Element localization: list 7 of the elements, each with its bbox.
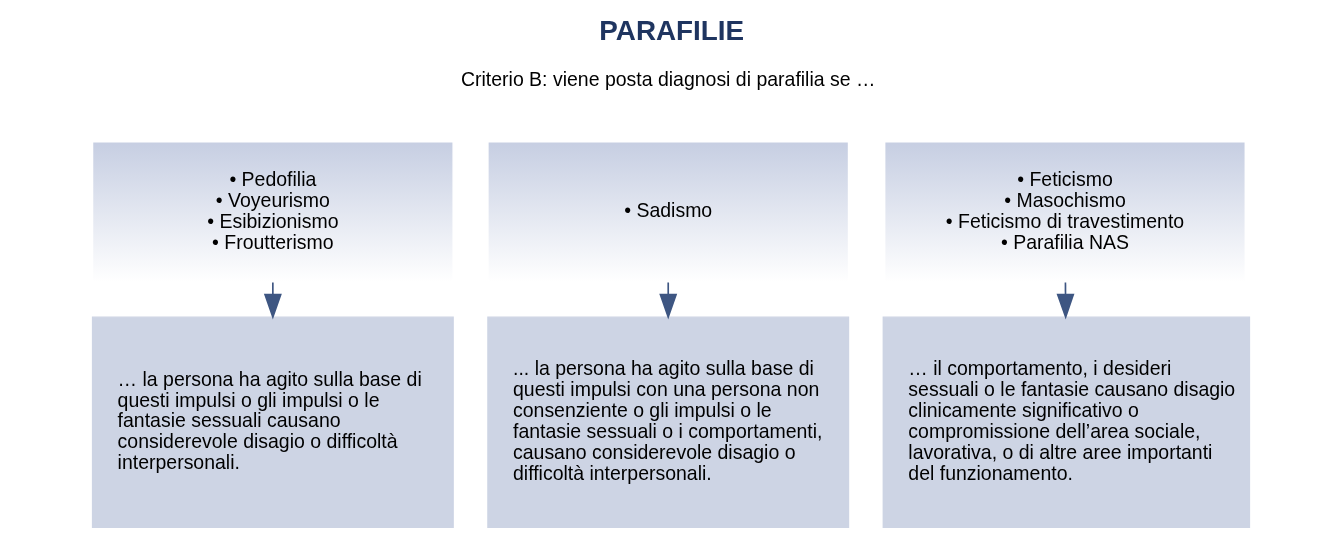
node-box: … il comportamento, i desideri sessuali o le fantasie causano disagio clinicamente significativo o compromissione dell’area sociale, lavorativa, o di altre aree importanti del funzionamento. [882,316,1251,529]
arrow [659,281,678,320]
diagram-title: PARAFILIE [599,15,745,47]
node-box: … la persona ha agito sulla base di questi impulsi o gli impulsi o le fantasie sessuali causano considerevole disagio o difficoltà interpersonali. [91,316,454,529]
label: Criterio B: viene posta diagnosi di parafilia se … [460,68,876,91]
arrow [263,281,282,320]
node-box: ... la persona ha agito sulla base di questi impulsi con una persona non consenziente o gli impulsi o le fantasie sessuali o i comportamenti, causano considerevole disagio o difficoltà interpersonali. [487,316,850,529]
